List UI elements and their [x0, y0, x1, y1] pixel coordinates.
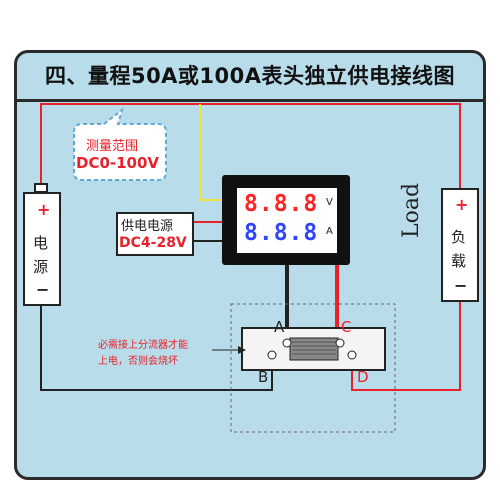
meter-voltage-digits: 8.8.8 — [244, 191, 319, 217]
yellow-wire — [199, 104, 222, 201]
diagram-panel — [14, 50, 486, 480]
load-minus: − — [454, 276, 468, 295]
shunt-resistor — [289, 337, 339, 361]
terminal-b-label: B — [258, 368, 269, 386]
shunt-screw-b — [267, 350, 277, 360]
power-supply-line2: DC4-28V — [119, 235, 187, 251]
load-battery — [441, 188, 479, 302]
shunt-dashed-area — [230, 303, 396, 433]
terminal-c-label: C — [341, 318, 352, 336]
shunt-screw-a — [282, 338, 292, 348]
meter-voltage-unit: V — [326, 197, 333, 208]
source-battery — [23, 192, 61, 306]
terminal-d-label: D — [357, 368, 369, 386]
load-plus: + — [455, 195, 469, 214]
load-english-label: Load — [399, 182, 424, 238]
source-char-1: 电 — [33, 234, 49, 252]
red-wire-load — [351, 302, 461, 391]
source-minus: − — [36, 280, 50, 299]
meter-current-unit: A — [326, 226, 333, 237]
source-plus: + — [37, 200, 51, 219]
range-callout-line2: DC0-100V — [76, 154, 160, 172]
source-char-2: 源 — [33, 258, 49, 276]
terminal-a-label: A — [274, 318, 285, 336]
power-supply-line1: 供电电源 — [121, 219, 174, 234]
load-char-2: 载 — [451, 252, 467, 270]
range-callout-line1: 测量范围 — [86, 139, 139, 154]
shunt-warning-line1: 必需接上分流器才能 — [98, 340, 188, 351]
load-char-1: 负 — [451, 228, 467, 246]
title-bar: 四、量程50A或100A表头独立供电接线图 — [14, 50, 486, 102]
power-supply-box — [116, 212, 194, 256]
meter-current-digits: 8.8.8 — [244, 220, 319, 246]
red-wire-top — [40, 103, 461, 188]
meter-display — [237, 188, 337, 253]
diagram-title: 四、量程50A或100A表头独立供电接线图 — [44, 63, 456, 88]
range-callout-bubble — [73, 107, 167, 181]
shunt-warning-line2: 上电，否则会烧坏 — [98, 356, 178, 367]
black-wire-source — [40, 306, 273, 391]
shunt-screw-d — [347, 350, 357, 360]
shunt-screw-c — [335, 338, 345, 348]
